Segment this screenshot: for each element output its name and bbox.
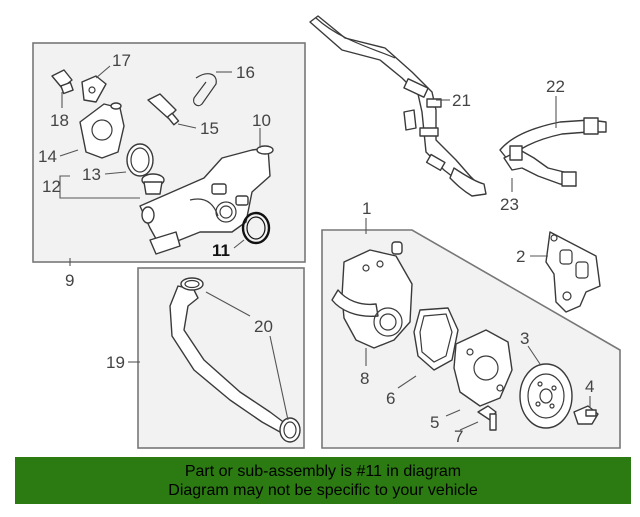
clip-16[interactable] [193,73,217,107]
callout-18: 18 [50,111,69,130]
leader-20a [205,291,251,317]
callout-labels: 1 2 3 4 5 6 7 8 9 10 11 12 13 14 15 16 1… [38,51,594,446]
leader-14 [59,149,79,157]
part-info-banner: Part or sub-assembly is #11 in diagram D… [15,457,631,504]
callout-14: 14 [38,147,57,166]
leader-lines [59,65,591,431]
leader-3 [527,345,541,365]
sensor-15[interactable] [147,93,180,126]
callout-15: 15 [200,119,219,138]
callout-5: 5 [430,413,439,432]
thermostat-13[interactable] [141,173,165,195]
water-pump-5[interactable] [453,329,513,407]
leader-12 [59,175,140,199]
leader-17 [95,65,111,79]
bracket-17[interactable] [81,75,107,103]
callout-22: 22 [546,77,565,96]
leader-11 [233,239,245,249]
gasket-11[interactable] [241,211,271,245]
seal-ring-12[interactable] [126,143,154,177]
banner-line-2: Diagram may not be specific to your vehi… [168,482,478,499]
leader-7 [459,421,479,431]
banner-line-1: Part or sub-assembly is #11 in diagram [184,463,462,480]
thermostat-housing-10[interactable] [139,145,274,255]
callout-3: 3 [520,329,529,348]
callout-1: 1 [362,199,371,218]
leader-5 [445,409,461,417]
water-pump-body-8[interactable] [331,241,413,349]
water-inlet-14[interactable] [79,102,125,159]
hose-19[interactable] [169,285,287,433]
callout-2: 2 [516,247,525,266]
gasket-6[interactable] [413,307,459,371]
gasket-2[interactable] [545,231,601,313]
callout-13: 13 [82,165,101,184]
bolt-7[interactable] [477,405,497,431]
callout-8: 8 [360,369,369,388]
callout-21: 21 [452,91,471,110]
leader-6 [397,375,417,389]
bolt-18[interactable] [51,69,74,95]
bypass-hose-21[interactable] [309,15,487,197]
leader-15 [177,123,197,129]
bolt-4[interactable] [573,405,599,425]
clamp-20-bottom[interactable] [279,417,301,443]
callout-20: 20 [254,317,273,336]
leader-20b [269,335,289,421]
hose-23[interactable] [503,145,577,187]
clamp-20-top[interactable] [180,277,204,291]
pulley-3[interactable] [519,363,573,429]
callout-10: 10 [252,111,271,130]
callout-9: 9 [65,271,74,290]
callout-12: 12 [42,177,61,196]
callout-11: 11 [212,241,230,260]
callout-6: 6 [386,389,395,408]
callout-7: 7 [454,427,463,446]
callout-17: 17 [112,51,131,70]
callout-23: 23 [500,195,519,214]
callout-19: 19 [106,353,125,372]
leader-13 [104,171,127,175]
callout-4: 4 [585,377,594,396]
callout-16: 16 [236,63,255,82]
